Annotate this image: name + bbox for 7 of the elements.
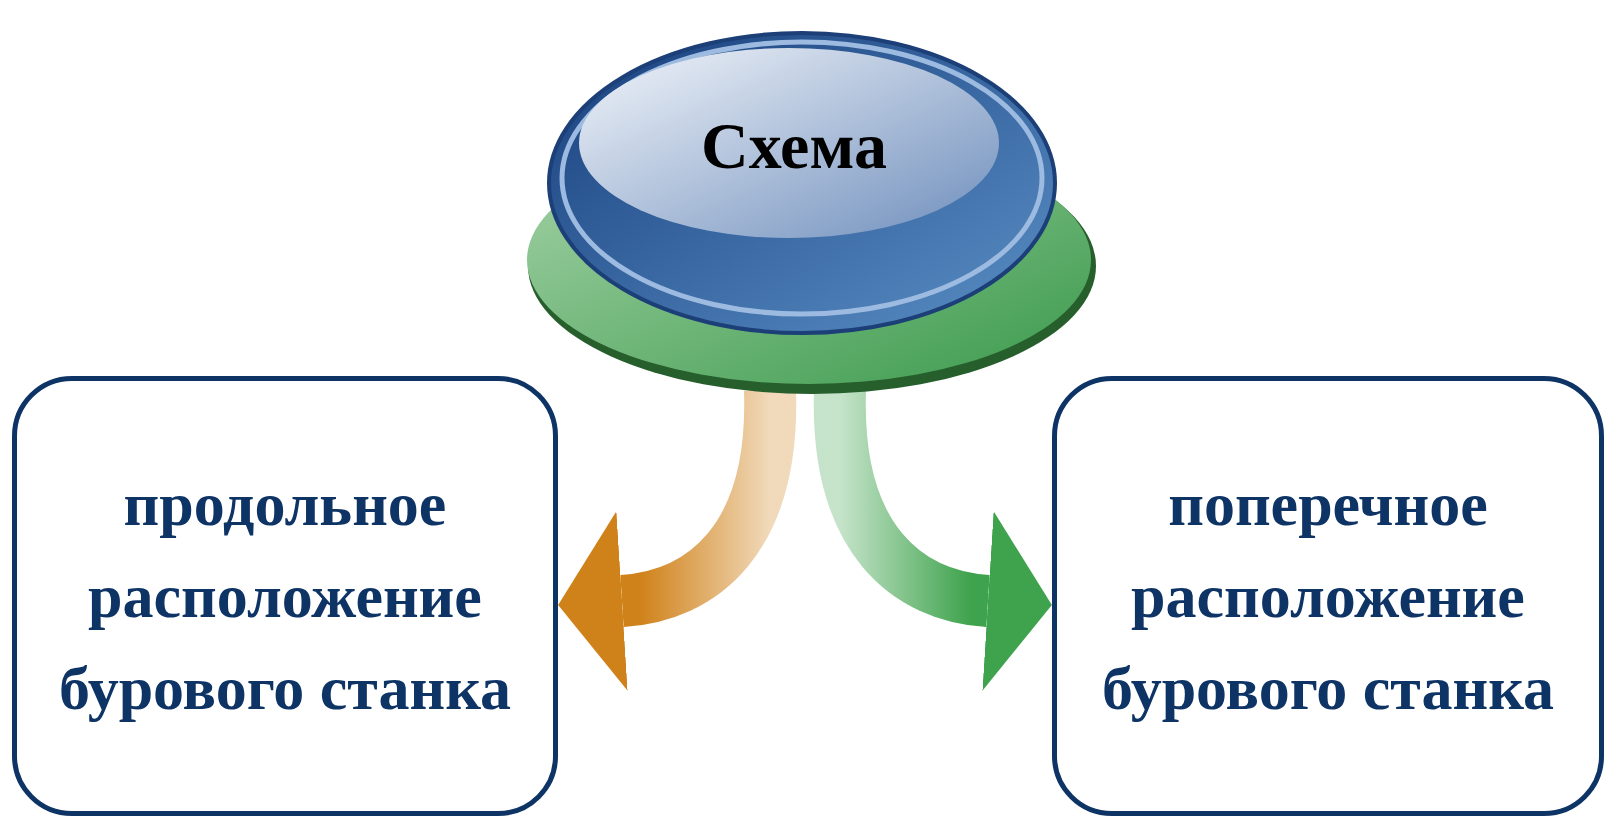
node-title: Схема — [700, 108, 888, 184]
curved-arrow — [558, 389, 796, 691]
box-text: поперечное расположение бурового станка — [1101, 469, 1555, 724]
ellipse-button — [524, 28, 1096, 396]
rounded-box — [12, 376, 558, 816]
rounded-box — [1052, 376, 1604, 816]
box-text: продольное расположение бурового станка — [58, 469, 512, 724]
